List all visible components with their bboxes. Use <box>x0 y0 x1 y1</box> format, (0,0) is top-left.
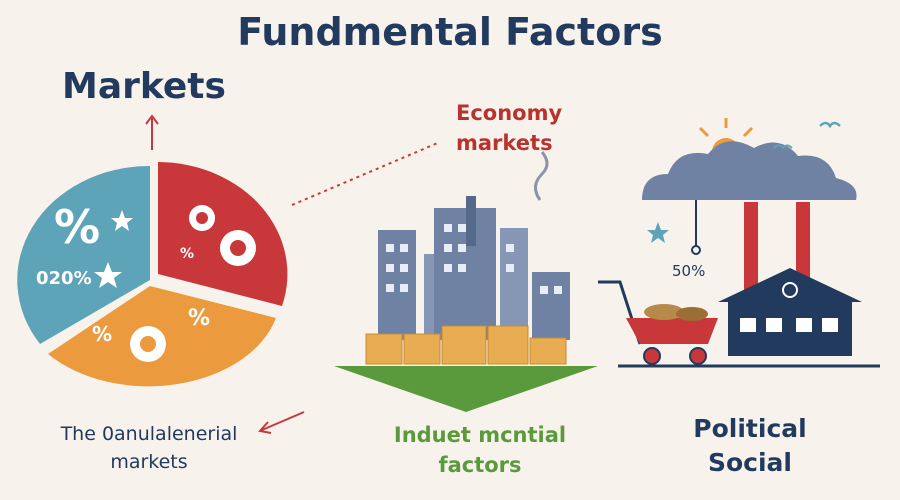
gold-blocks <box>365 325 567 365</box>
building <box>378 230 416 340</box>
pie-chart <box>17 162 288 387</box>
ground <box>334 366 598 412</box>
weight-label: 50% <box>672 262 706 280</box>
left-caption: The 0anulalenerial markets <box>24 420 274 476</box>
pie-small-percent-2: % <box>188 306 211 331</box>
chimney <box>796 202 810 294</box>
bird-icon <box>773 144 793 150</box>
pie-small-percent: % <box>92 322 113 346</box>
right-caption: Political Social <box>670 412 830 480</box>
middle-caption-line-2: factors <box>438 453 522 477</box>
cloud-icon <box>642 141 857 200</box>
star-icon <box>94 262 122 288</box>
right-caption-line-1: Political <box>693 414 807 443</box>
arrow-left-icon <box>258 411 305 434</box>
gear-icon <box>130 326 166 362</box>
dotted-connector <box>291 141 441 206</box>
markets-heading: Markets <box>62 66 226 107</box>
page-title: Fundmental Factors <box>237 10 663 54</box>
right-illustration <box>598 118 880 368</box>
middle-caption: Induet mcntial factors <box>370 420 590 480</box>
pie-percent-symbol: % <box>54 200 101 254</box>
economy-label: Economy markets <box>456 98 562 158</box>
pie-slice-teal <box>17 165 150 344</box>
economy-label-line-1: Economy <box>456 101 563 125</box>
city-illustration <box>334 151 598 412</box>
star-icon <box>111 210 133 231</box>
pie-slice-red <box>158 162 288 306</box>
cart-icon <box>598 280 718 365</box>
left-caption-line-2: markets <box>110 451 188 473</box>
gear-icon <box>189 205 256 266</box>
smoke-icon <box>534 151 549 201</box>
left-caption-line-1: The 0anulalenerial <box>60 423 238 445</box>
star-icon <box>647 222 669 243</box>
pie-tiny-symbol: % <box>180 246 195 262</box>
bird-icon <box>819 121 841 129</box>
chimney <box>744 202 758 294</box>
pie-value-label: 020% <box>36 268 92 289</box>
arrow-up-icon <box>145 114 159 150</box>
right-caption-line-2: Social <box>707 448 792 477</box>
house-icon <box>718 268 862 356</box>
building <box>466 196 476 246</box>
middle-caption-line-1: Induet mcntial <box>393 423 567 447</box>
building <box>532 272 570 340</box>
economy-label-line-2: markets <box>456 131 553 155</box>
